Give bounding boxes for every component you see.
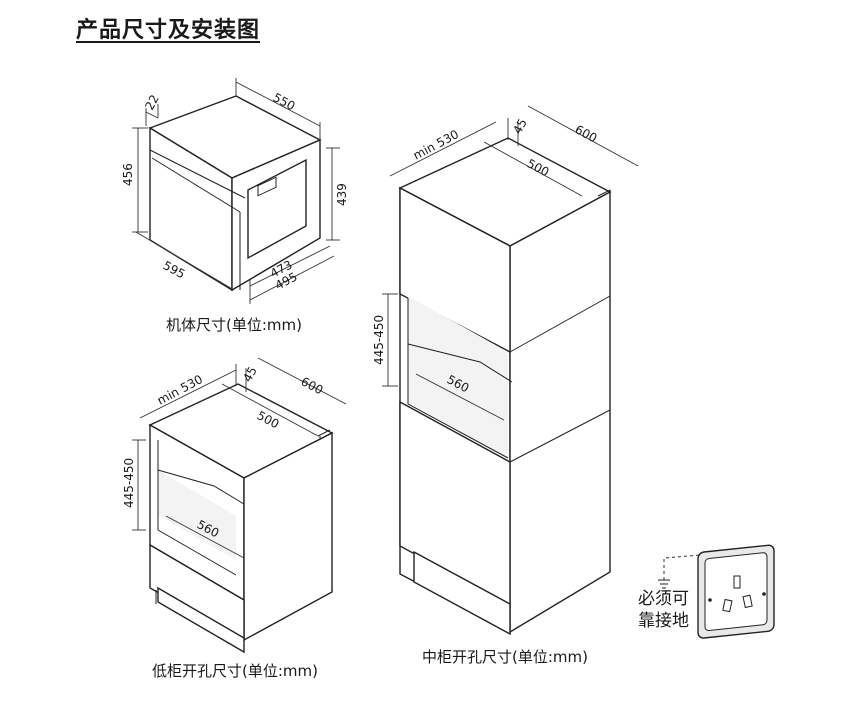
dim-595: 595 xyxy=(161,258,188,281)
socket-drawing xyxy=(658,544,775,639)
dim-550: 550 xyxy=(271,90,298,113)
dim-439: 439 xyxy=(335,183,349,206)
earth-note-line1: 必须可 xyxy=(638,589,689,609)
low-dim-600: 600 xyxy=(299,374,326,397)
dim-22: 22 xyxy=(142,92,162,112)
mid-dim-600: 600 xyxy=(573,122,600,145)
caption-mid-cabinet: 中柜开孔尺寸(单位:mm) xyxy=(422,648,588,666)
dim-456: 456 xyxy=(121,163,135,186)
mid-min530: min 530 xyxy=(411,127,461,163)
low-cabinet-side xyxy=(243,431,333,642)
earth-note-line2: 靠接地 xyxy=(638,611,689,631)
earth-note: 必须可 靠接地 xyxy=(638,588,689,632)
mid-dim-445-450: 445-450 xyxy=(372,315,386,365)
caption-low-cabinet: 低柜开孔尺寸(单位:mm) xyxy=(152,662,318,680)
caption-unit-dims: 机体尺寸(单位:mm) xyxy=(166,316,302,334)
low-dim-45: 45 xyxy=(240,364,260,384)
page-title: 产品尺寸及安装图 xyxy=(76,18,261,43)
oven-unit-drawing xyxy=(132,78,340,304)
low-dim-445-450: 445-450 xyxy=(122,458,136,508)
mid-dim-45: 45 xyxy=(510,116,530,136)
low-cabinet-drawing xyxy=(132,357,347,654)
oven-back-box xyxy=(247,158,307,260)
mid-cabinet-side xyxy=(509,190,611,634)
mid-cabinet-drawing xyxy=(382,105,639,636)
oven-side-face xyxy=(231,138,321,292)
